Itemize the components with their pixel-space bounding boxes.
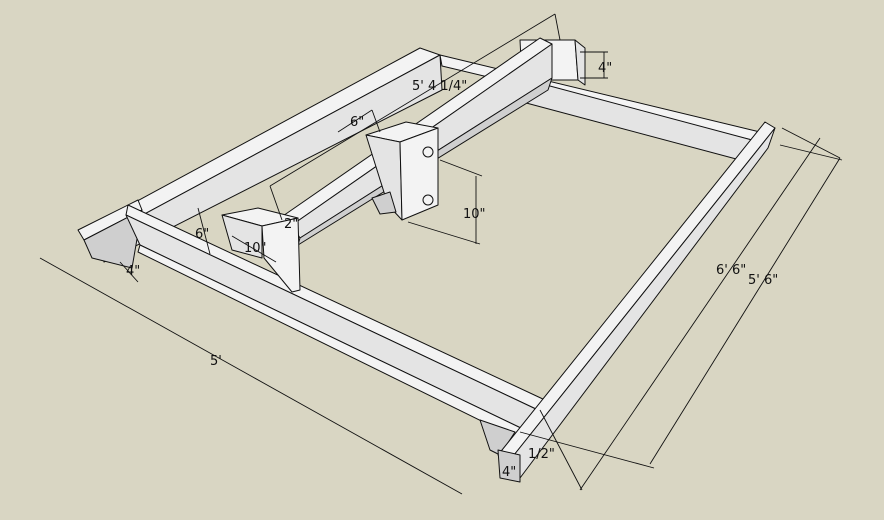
- side-carriage-side: [261, 217, 301, 293]
- side-carriage-front: [221, 214, 263, 259]
- dim-frame-depth-inner-label: 5' 6": [748, 273, 778, 288]
- dim-frame-depth-outer-line: [579, 137, 821, 491]
- back-right-bracket-side: [574, 39, 586, 86]
- carriage-base: [371, 191, 397, 215]
- dim-carriage-top-label: 4": [598, 61, 612, 76]
- right-rail-side: [509, 127, 776, 479]
- dim-frame-length-line: [39, 257, 463, 495]
- dim-frame-depth-inner-line: [649, 157, 841, 465]
- dim-side-height-label: 6": [195, 227, 209, 242]
- carriage-wheel-bottom: [422, 194, 434, 206]
- dim-left-height-line: [119, 261, 139, 283]
- dim-rail-offset-label: 1/2": [528, 447, 555, 462]
- dim-front-height-label: 4": [502, 465, 516, 480]
- dim-side-width-line: [231, 235, 277, 263]
- dim-carriage-plate-label: 10": [463, 207, 486, 222]
- dim-carriage-width-label: 6": [350, 115, 364, 130]
- left-end-bracket-web: [83, 209, 143, 269]
- carriage-side: [399, 127, 439, 221]
- dim-left-height-label: 4": [126, 264, 140, 279]
- dim-frame-depth-outer-label: 6' 6": [716, 263, 746, 278]
- front-rail-guide: [137, 244, 526, 441]
- carriage-wheel-top: [422, 146, 434, 158]
- dim-side-width-label: 10": [244, 241, 267, 256]
- right-rail-end: [497, 449, 521, 483]
- right-rail-top: [497, 121, 776, 461]
- dim-carriage-width-line: [337, 109, 373, 133]
- back-right-rail-web: [514, 77, 753, 161]
- front-rail-side: [125, 214, 539, 431]
- dim-side-height-line: [197, 207, 211, 255]
- dim-gantry-width-label: 5' 4 1/4": [412, 79, 467, 94]
- dim-frame-length-label: 5': [210, 354, 222, 369]
- dim-side-depth-label: 2": [284, 217, 298, 232]
- dim-gantry-width-line: [269, 13, 556, 187]
- front-rail-top: [125, 204, 546, 411]
